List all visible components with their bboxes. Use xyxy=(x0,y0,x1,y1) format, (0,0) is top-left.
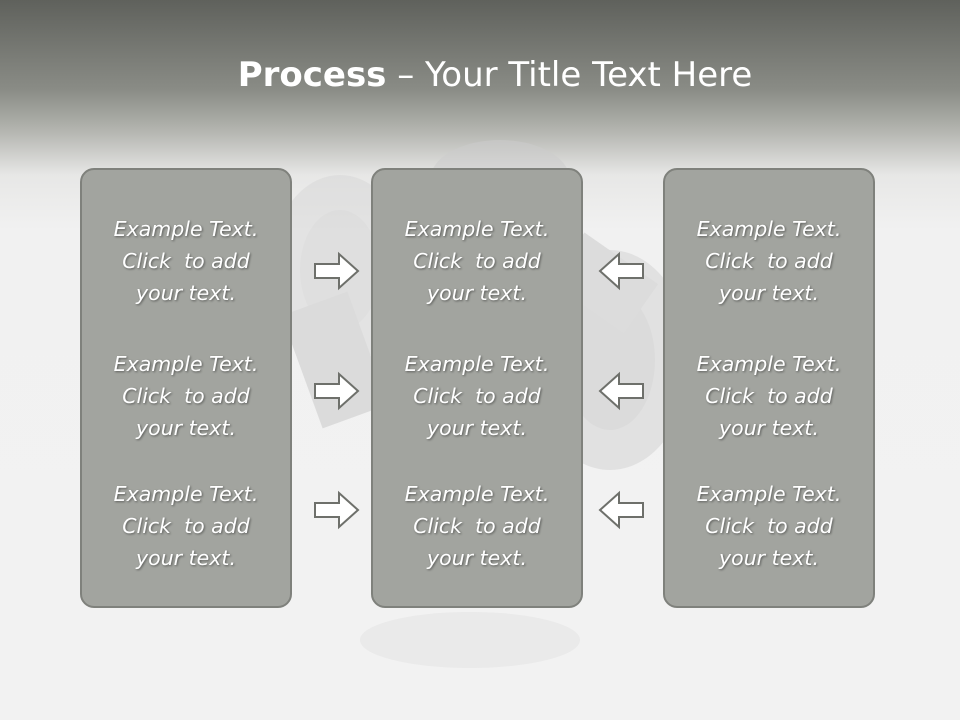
page-title: Process – Your Title Text Here xyxy=(0,52,960,98)
text-line: Example Text. xyxy=(404,482,550,506)
text-line: Example Text. xyxy=(696,217,842,241)
text-line: Example Text. xyxy=(696,482,842,506)
process-panel-right: Example Text. Click to add your text. Exam… xyxy=(663,168,875,608)
arrow-right-icon xyxy=(314,371,360,411)
text-line: Click to add xyxy=(122,249,250,273)
text-line: Click to add xyxy=(122,514,250,538)
text-line: Click to add xyxy=(705,249,833,273)
title-rest: – Your Title Text Here xyxy=(386,55,753,95)
text-line: your text. xyxy=(427,546,527,570)
text-block[interactable]: Example Text. Click to add your text. xyxy=(373,213,581,309)
text-line: your text. xyxy=(719,416,819,440)
text-line: your text. xyxy=(719,281,819,305)
arrow-left-icon xyxy=(598,371,644,411)
text-block[interactable]: Example Text. Click to add your text. xyxy=(665,213,873,309)
text-line: Click to add xyxy=(413,384,541,408)
text-block[interactable]: Example Text. Click to add your text. xyxy=(373,348,581,444)
text-block[interactable]: Example Text. Click to add your text. xyxy=(665,478,873,574)
text-line: your text. xyxy=(136,281,236,305)
text-line: your text. xyxy=(719,546,819,570)
text-line: Click to add xyxy=(122,384,250,408)
text-block[interactable]: Example Text. Click to add your text. xyxy=(82,213,290,309)
text-line: Example Text. xyxy=(113,352,259,376)
process-panel-center: Example Text. Click to add your text. Exam… xyxy=(371,168,583,608)
arrow-right-icon xyxy=(314,490,360,530)
arrow-right-icon xyxy=(314,251,360,291)
text-line: your text. xyxy=(427,416,527,440)
arrow-left-icon xyxy=(598,490,644,530)
process-panel-left: Example Text. Click to add your text. Exam… xyxy=(80,168,292,608)
text-line: Example Text. xyxy=(404,217,550,241)
arrow-left-icon xyxy=(598,251,644,291)
text-line: your text. xyxy=(136,416,236,440)
text-line: Example Text. xyxy=(404,352,550,376)
text-line: Click to add xyxy=(413,249,541,273)
title-bold: Process xyxy=(237,55,387,95)
text-line: Click to add xyxy=(705,384,833,408)
text-block[interactable]: Example Text. Click to add your text. xyxy=(373,478,581,574)
text-block[interactable]: Example Text. Click to add your text. xyxy=(82,348,290,444)
text-line: your text. xyxy=(136,546,236,570)
text-line: Example Text. xyxy=(113,482,259,506)
text-line: Example Text. xyxy=(113,217,259,241)
text-line: Example Text. xyxy=(696,352,842,376)
text-line: Click to add xyxy=(413,514,541,538)
text-line: Click to add xyxy=(705,514,833,538)
text-block[interactable]: Example Text. Click to add your text. xyxy=(82,478,290,574)
text-line: your text. xyxy=(427,281,527,305)
text-block[interactable]: Example Text. Click to add your text. xyxy=(665,348,873,444)
